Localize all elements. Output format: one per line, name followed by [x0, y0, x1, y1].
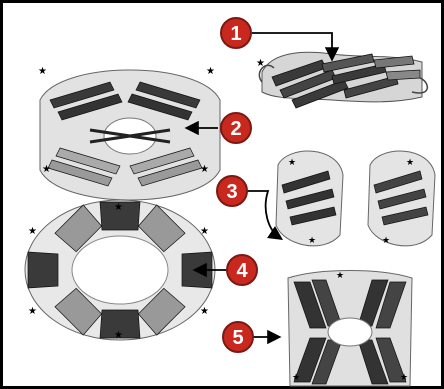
protein-structure-5: ★ ★ ★: [288, 271, 412, 387]
marker-5-number: 5: [232, 327, 243, 349]
svg-text:★: ★: [200, 226, 209, 237]
marker-3-number: 3: [226, 181, 237, 203]
protein-structure-1: ★: [256, 52, 427, 108]
marker-2-number: 2: [230, 118, 241, 140]
svg-text:★: ★: [42, 164, 51, 175]
svg-text:★: ★: [308, 236, 316, 246]
marker-4-number: 4: [236, 260, 248, 282]
svg-text:★: ★: [28, 306, 37, 317]
svg-text:★: ★: [288, 158, 296, 168]
marker-4: 4: [227, 255, 257, 285]
svg-text:★: ★: [336, 271, 344, 281]
arrow-3: [247, 191, 280, 238]
protein-structure-4: ★ ★ ★ ★ ★ ★: [25, 200, 215, 341]
svg-text:★: ★: [200, 164, 209, 175]
protein-structure-3: ★ ★ ★ ★: [276, 151, 435, 246]
svg-text:★: ★: [114, 202, 123, 213]
svg-text:★: ★: [256, 58, 265, 69]
svg-text:★: ★: [200, 306, 209, 317]
svg-text:★: ★: [28, 226, 37, 237]
svg-text:★: ★: [382, 236, 390, 246]
svg-text:★: ★: [206, 66, 215, 77]
marker-1: 1: [221, 18, 251, 48]
protein-structure-2: ★ ★ ★ ★: [38, 66, 220, 200]
svg-text:★: ★: [406, 158, 414, 168]
marker-1-number: 1: [230, 23, 241, 45]
marker-3: 3: [217, 176, 247, 206]
marker-5: 5: [223, 322, 253, 352]
svg-text:★: ★: [38, 66, 47, 77]
marker-2: 2: [221, 113, 251, 143]
svg-text:★: ★: [292, 373, 300, 383]
svg-text:★: ★: [114, 330, 123, 341]
svg-text:★: ★: [400, 373, 408, 383]
